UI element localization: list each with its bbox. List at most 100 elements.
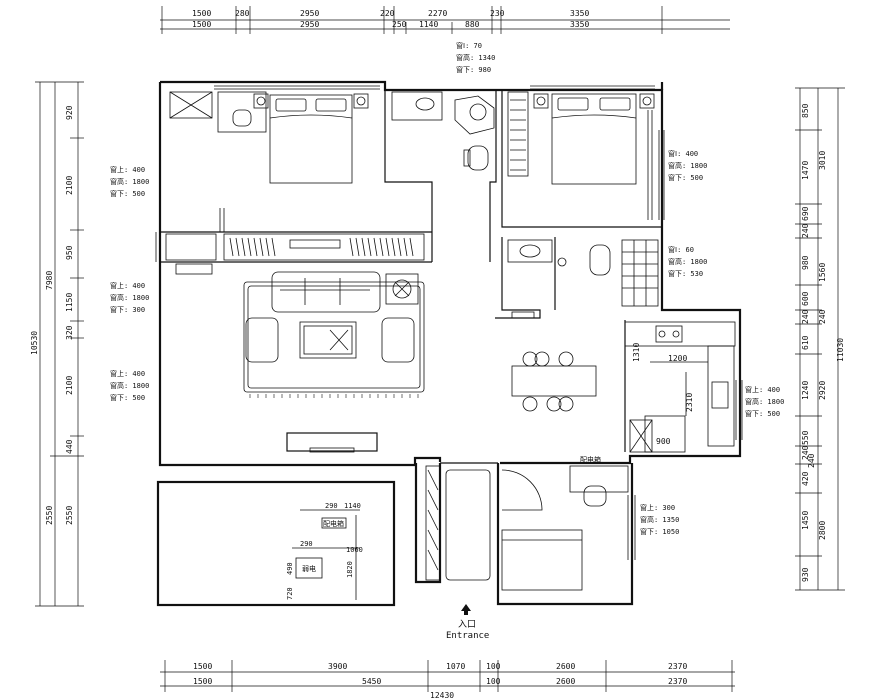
window-notes: 窗Ⅰ: 70 窗高: 1340 窗下: 980 窗Ⅰ: 400 窗高: 1800… — [110, 41, 784, 536]
dim-top-1-220: 220 — [380, 9, 395, 18]
dim-top-2-1140: 1140 — [419, 20, 438, 29]
wardrobe-top — [169, 91, 213, 119]
dim-left-2550a: 2550 — [45, 506, 54, 525]
kitchen-dim-2310: 2310 — [685, 393, 694, 412]
dim-left-920: 920 — [65, 105, 74, 120]
dim-left-2550b: 2550 — [65, 506, 74, 525]
dim-bottom-2-2600: 2600 — [556, 677, 575, 686]
balcony-dim-1140: 1140 — [344, 502, 361, 510]
dim-top-1-3350: 3350 — [570, 9, 589, 18]
balcony-dim-1060: 1060 — [346, 546, 363, 554]
dim-right-240d: 240 — [807, 453, 816, 468]
bedroom-1 — [169, 91, 369, 232]
bathroom-2 — [507, 239, 659, 319]
dim-right-2800: 2800 — [818, 521, 827, 540]
note-living-upper-3: 窗下: 300 — [110, 305, 145, 314]
nightstand-right — [353, 93, 369, 109]
dim-right-850: 850 — [801, 103, 810, 118]
shower-enclosure — [454, 95, 495, 135]
kitchen: 1200 1310 2310 900 — [624, 321, 736, 453]
dim-bottom-1-100: 100 — [486, 662, 501, 671]
bedroom-2 — [507, 91, 655, 220]
double-bed — [269, 94, 353, 184]
side-table — [385, 273, 419, 305]
toilet-1 — [467, 145, 489, 171]
weak-current-box — [295, 557, 323, 579]
wardrobe-2 — [507, 91, 529, 177]
shower-tray — [621, 239, 659, 307]
dim-top-1-2950: 2950 — [300, 9, 319, 18]
balcony-dim-1820: 1820 — [346, 561, 354, 578]
dim-right-240c: 240 — [801, 445, 810, 460]
study-sofa-bed — [501, 529, 583, 591]
dim-bottom-1-3900: 3900 — [328, 662, 347, 671]
kitchen-counter-side — [707, 345, 735, 447]
dim-bottom-1-2370: 2370 — [668, 662, 687, 671]
shoe-bench — [445, 469, 491, 581]
rug — [243, 281, 425, 393]
note-kitchen-3: 窗下: 500 — [745, 409, 780, 418]
dim-right-930: 930 — [801, 567, 810, 582]
toilet-2 — [589, 244, 611, 276]
note-living-lower-2: 窗高: 1800 — [110, 381, 149, 390]
bottom-dimension-lines: 1500 3900 1070 100 2600 2370 1500 5450 1… — [160, 660, 735, 700]
sink — [711, 381, 729, 409]
entry-label-en: Entrance — [446, 631, 489, 641]
nightstand-left — [253, 93, 269, 109]
basin — [391, 91, 443, 121]
bed-2 — [551, 93, 637, 185]
wardrobe-long — [223, 233, 425, 261]
dim-right-690: 690 — [801, 206, 810, 221]
distribution-box — [321, 517, 347, 529]
entry: 入口 Entrance — [425, 465, 491, 641]
balcony-dim-490: 490 — [286, 562, 294, 575]
dim-top-1-280: 280 — [235, 9, 250, 18]
dim-right-240e: 240 — [818, 309, 827, 324]
dim-right-1450: 1450 — [801, 511, 810, 530]
top-dimension-lines: 1500 280 2950 220 2270 230 3350 1500 295… — [160, 6, 730, 34]
dim-right-420: 420 — [801, 471, 810, 486]
kitchen-counter-top — [624, 321, 736, 347]
note-kitchen-1: 窗上: 400 — [745, 385, 780, 394]
note-living-upper-1: 窗上: 400 — [110, 281, 145, 290]
note-bedroom2-1: 窗Ⅰ: 400 — [668, 149, 698, 158]
dim-left-total: 10530 — [30, 331, 39, 355]
note-living-lower-3: 窗下: 500 — [110, 393, 145, 402]
note-bath-top-2: 窗高: 1340 — [456, 53, 495, 62]
dim-right-610: 610 — [801, 335, 810, 350]
note-bathroom2-1: 窗Ⅰ: 60 — [668, 245, 694, 254]
coffee-table — [299, 321, 357, 359]
dim-left-7980: 7980 — [45, 271, 54, 290]
dim-right-980: 980 — [801, 255, 810, 270]
dim-right-240a: 240 — [801, 223, 810, 238]
entry-arrow-icon — [461, 604, 471, 615]
note-bath-top-1: 窗Ⅰ: 70 — [456, 41, 482, 50]
walls — [156, 80, 742, 607]
windows — [155, 85, 743, 560]
left-dimension-lines: 920 2100 950 1150 320 2100 440 2550 7980… — [30, 81, 84, 607]
armchair-right — [381, 317, 415, 363]
island — [644, 415, 686, 453]
note-bedroom1-left-2: 窗高: 1800 — [110, 177, 149, 186]
balcony-dim-720: 720 — [286, 587, 294, 600]
right-dimension-lines: 850 1470 690 240 980 600 240 610 1240 55… — [795, 87, 845, 591]
dim-left-320: 320 — [65, 325, 74, 340]
wardrobe-strip — [165, 233, 425, 275]
note-bathroom2-2: 窗高: 1800 — [668, 257, 707, 266]
dim-top-2-3350: 3350 — [570, 20, 589, 29]
study: 配电箱 — [501, 455, 629, 591]
basin-2 — [507, 239, 553, 263]
dim-bottom-2-100: 100 — [486, 677, 501, 686]
tv-cabinet — [286, 432, 378, 452]
dim-right-1470: 1470 — [801, 161, 810, 180]
note-kitchen-2: 窗高: 1800 — [745, 397, 784, 406]
note-study-3: 窗下: 1050 — [640, 527, 679, 536]
study-chair — [583, 485, 607, 507]
dim-bottom-2-5450: 5450 — [362, 677, 381, 686]
entry-cabinet — [425, 465, 441, 581]
shoe-rack — [175, 263, 213, 275]
entry-label-cn: 入口 — [458, 619, 476, 630]
dim-right-total: 11030 — [836, 338, 845, 362]
dim-right-1240: 1240 — [801, 381, 810, 400]
balcony-box1-label: 配电箱 — [323, 519, 344, 528]
